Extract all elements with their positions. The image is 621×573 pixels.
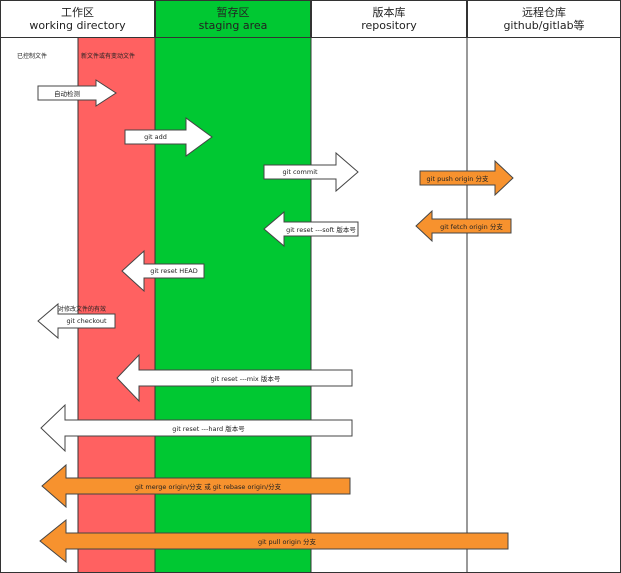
column-header-2 (311, 0, 467, 38)
arrow-label: git push origin 分支 (426, 175, 489, 183)
arrow-11 (39, 518, 509, 564)
arrow-10 (41, 463, 351, 509)
arrow-label: git add (144, 133, 167, 141)
column-subtitle: working directory (29, 19, 126, 32)
arrow-0 (37, 79, 117, 107)
arrow-label: git reset ---hard 版本号 (172, 425, 245, 433)
arrow-label: git reset ---mix 版本号 (210, 375, 281, 383)
arrow-label: git pull origin 分支 (257, 538, 317, 546)
checkout-note: 对修改文件的有效 (58, 306, 107, 313)
column-3 (466, 0, 621, 573)
arrow-label: git merge origin/分支 或 git rebase origin/… (134, 483, 282, 491)
column-title: 工作区 (61, 6, 94, 19)
arrow-4 (263, 210, 359, 248)
arrow-label: git reset HEAD (150, 267, 198, 275)
arrow-8 (116, 353, 353, 403)
arrow-6 (121, 249, 205, 293)
arrow-7 (37, 302, 116, 340)
column-subtitle: github/gitlab等 (503, 19, 585, 32)
arrow-1 (124, 117, 213, 157)
arrow-3 (419, 159, 514, 197)
column-title: 暂存区 (216, 6, 250, 19)
arrow-label: git reset ---soft 版本号 (286, 226, 356, 234)
arrow-5 (415, 209, 512, 243)
arrow-label: git fetch origin 分支 (440, 223, 503, 231)
column-subtitle: repository (361, 19, 417, 32)
arrow-label: git checkout (66, 317, 107, 325)
column-title: 远程仓库 (522, 6, 566, 19)
column-title: 版本库 (372, 6, 406, 19)
column-subtitle: staging area (198, 19, 268, 32)
column-header-3 (467, 0, 621, 38)
column-header-0 (0, 0, 155, 38)
tracked-files-note: 已控制文件 (17, 53, 48, 60)
new-files-note: 新文件或有变动文件 (81, 53, 136, 60)
arrow-2 (263, 151, 359, 193)
arrow-9 (40, 403, 353, 453)
arrow-label: 自动检测 (54, 90, 80, 98)
arrow-label: git commit (282, 168, 318, 176)
